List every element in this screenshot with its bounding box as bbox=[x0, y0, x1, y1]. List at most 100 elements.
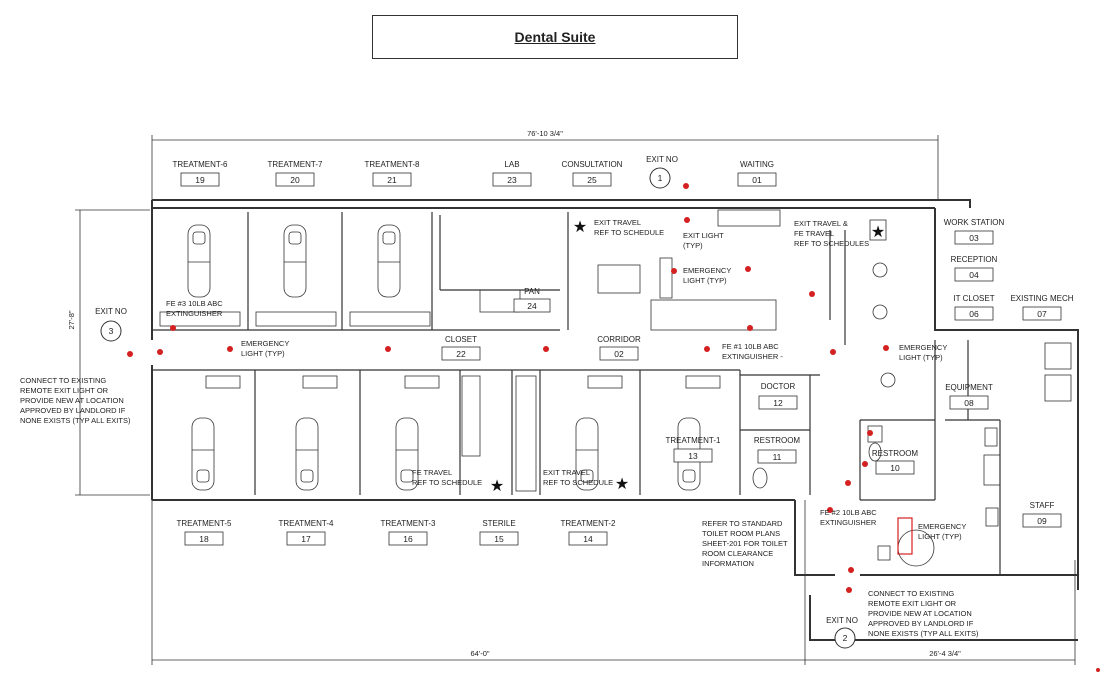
exit-light-icon bbox=[897, 517, 913, 555]
emergency-light-icon bbox=[543, 346, 549, 352]
note-fe2: FE #2 10LB ABC EXTINGUISHER bbox=[820, 508, 877, 527]
room-tag-treatment-7: TREATMENT-7 20 bbox=[268, 160, 324, 187]
svg-text:FE TRAVEL: FE TRAVEL bbox=[794, 229, 834, 238]
exit-3-number: 3 bbox=[109, 326, 114, 336]
room-tag-it-closet: IT CLOSET 06 bbox=[953, 294, 995, 321]
note-fe3: FE #3 10LB ABC EXTINGUISHER bbox=[166, 299, 223, 318]
room-name: EXISTING MECH bbox=[1010, 294, 1073, 303]
room-name: EQUIPMENT bbox=[945, 383, 993, 392]
svg-text:FE #1 10LB ABC: FE #1 10LB ABC bbox=[722, 342, 779, 351]
svg-text:FE #3 10LB ABC: FE #3 10LB ABC bbox=[166, 299, 223, 308]
dim-bottom-right: 26'-4 3/4" bbox=[929, 649, 961, 658]
room-tag-existing-mech: EXISTING MECH 07 bbox=[1010, 294, 1074, 321]
emergency-light-icon bbox=[830, 349, 836, 355]
svg-text:EMERGENCY: EMERGENCY bbox=[918, 522, 966, 531]
fire-extinguisher-icon bbox=[170, 325, 176, 331]
room-tag-treatment-6: TREATMENT-6 19 bbox=[173, 160, 228, 187]
note-connect-left: CONNECT TO EXISTING REMOTE EXIT LIGHT OR… bbox=[20, 376, 131, 425]
svg-text:INFORMATION: INFORMATION bbox=[702, 559, 754, 568]
svg-text:EXTINGUISHER: EXTINGUISHER bbox=[166, 309, 223, 318]
room-tag-pan: PAN 24 bbox=[513, 287, 551, 313]
svg-text:REMOTE EXIT LIGHT OR: REMOTE EXIT LIGHT OR bbox=[868, 599, 957, 608]
note-emergency-light-right: EMERGENCY LIGHT (TYP) bbox=[899, 343, 947, 362]
exit-2-label: EXIT NO bbox=[826, 616, 858, 625]
room-tag-work-station: WORK STATION 03 bbox=[944, 218, 1005, 245]
emergency-light-icon bbox=[845, 480, 851, 486]
room-name: STERILE bbox=[482, 519, 515, 528]
room-name: DOCTOR bbox=[761, 382, 796, 391]
svg-text:TOILET ROOM PLANS: TOILET ROOM PLANS bbox=[702, 529, 780, 538]
emergency-light-icon bbox=[862, 461, 868, 467]
emergency-light-icon bbox=[683, 183, 689, 189]
emergency-light-icon bbox=[848, 567, 854, 573]
svg-text:NONE EXISTS (TYP ALL EXITS): NONE EXISTS (TYP ALL EXITS) bbox=[20, 416, 131, 425]
room-name: TREATMENT-3 bbox=[381, 519, 437, 528]
dental-chair-icon bbox=[575, 417, 599, 491]
emergency-light-icon bbox=[704, 346, 710, 352]
svg-text:REFER TO STANDARD: REFER TO STANDARD bbox=[702, 519, 783, 528]
room-name: CLOSET bbox=[445, 335, 477, 344]
exit-1-label: EXIT NO bbox=[646, 155, 678, 164]
exit-2-number: 2 bbox=[843, 633, 848, 643]
room-tag-closet: CLOSET 22 bbox=[441, 335, 481, 361]
svg-text:REF TO SCHEDULE: REF TO SCHEDULE bbox=[412, 478, 482, 487]
room-number: 04 bbox=[969, 270, 979, 280]
room-number: 23 bbox=[507, 175, 517, 185]
dimension-lines bbox=[75, 135, 1076, 665]
svg-text:EXTINGUISHER -: EXTINGUISHER - bbox=[722, 352, 783, 361]
plan-title: Dental Suite bbox=[514, 29, 596, 45]
star-icon: ★ bbox=[490, 478, 504, 495]
room-tag-reception: RECEPTION 04 bbox=[951, 255, 998, 282]
svg-text:PROVIDE NEW AT LOCATION: PROVIDE NEW AT LOCATION bbox=[20, 396, 124, 405]
room-name: WORK STATION bbox=[944, 218, 1005, 227]
note-connect-bottom: CONNECT TO EXISTING REMOTE EXIT LIGHT OR… bbox=[868, 589, 979, 638]
dental-chairs bbox=[187, 224, 701, 491]
note-toilet: REFER TO STANDARD TOILET ROOM PLANS SHEE… bbox=[702, 519, 788, 568]
emergency-light-icon bbox=[846, 587, 852, 593]
svg-text:PROVIDE NEW AT LOCATION: PROVIDE NEW AT LOCATION bbox=[868, 609, 972, 618]
room-tag-treatment-3: TREATMENT-3 16 bbox=[381, 519, 437, 546]
room-name: STAFF bbox=[1030, 501, 1055, 510]
svg-text:SHEET-201 FOR TOILET: SHEET-201 FOR TOILET bbox=[702, 539, 788, 548]
room-number: 10 bbox=[890, 463, 900, 473]
room-name: WAITING bbox=[740, 160, 774, 169]
svg-text:EXIT LIGHT: EXIT LIGHT bbox=[683, 231, 724, 240]
note-fe-travel-bottom: FE TRAVEL REF TO SCHEDULE bbox=[412, 468, 482, 487]
room-number: 03 bbox=[969, 233, 979, 243]
room-tag-treatment-8: TREATMENT-8 21 bbox=[365, 160, 420, 187]
note-exit-travel-bottom: EXIT TRAVEL REF TO SCHEDULE bbox=[543, 468, 613, 487]
emergency-light-symbols bbox=[127, 183, 1100, 672]
dental-chair-icon bbox=[187, 224, 211, 298]
room-number: 14 bbox=[583, 534, 593, 544]
room-number: 20 bbox=[290, 175, 300, 185]
room-number: 07 bbox=[1037, 309, 1047, 319]
room-tag-restroom-10: RESTROOM 10 bbox=[872, 449, 918, 475]
room-name: IT CLOSET bbox=[953, 294, 994, 303]
fire-extinguisher-icon bbox=[827, 507, 833, 513]
dental-chair-icon bbox=[283, 224, 307, 298]
room-tags: TREATMENT-6 19 TREATMENT-7 20 TREATMENT-… bbox=[173, 160, 1074, 546]
svg-text:CONNECT TO EXISTING: CONNECT TO EXISTING bbox=[20, 376, 106, 385]
room-tag-staff: STAFF 09 bbox=[1022, 501, 1062, 528]
room-number: 15 bbox=[494, 534, 504, 544]
fire-extinguisher-icon bbox=[747, 325, 753, 331]
emergency-light-icon bbox=[883, 345, 889, 351]
svg-text:REF TO SCHEDULE: REF TO SCHEDULE bbox=[594, 228, 664, 237]
room-tag-doctor: DOCTOR 12 bbox=[758, 382, 798, 410]
note-exit-travel-1: EXIT TRAVEL REF TO SCHEDULE bbox=[594, 218, 664, 237]
room-number: 12 bbox=[773, 398, 783, 408]
room-name: TREATMENT-7 bbox=[268, 160, 324, 169]
room-number: 06 bbox=[969, 309, 979, 319]
note-fe1: FE #1 10LB ABC EXTINGUISHER - bbox=[722, 342, 783, 361]
svg-text:ROOM CLEARANCE: ROOM CLEARANCE bbox=[702, 549, 773, 558]
svg-text:LIGHT (TYP): LIGHT (TYP) bbox=[683, 276, 727, 285]
emergency-light-icon bbox=[684, 217, 690, 223]
svg-text:FE TRAVEL: FE TRAVEL bbox=[412, 468, 452, 477]
exit-travel-stars: ★ ★ ★ ★ bbox=[490, 219, 885, 495]
walls bbox=[151, 199, 1079, 641]
room-tag-treatment-2: TREATMENT-2 14 bbox=[561, 519, 616, 546]
room-tag-treatment-4: TREATMENT-4 17 bbox=[279, 519, 334, 546]
title-box: Dental Suite bbox=[372, 15, 738, 59]
dim-bottom-left: 64'-0" bbox=[470, 649, 489, 658]
